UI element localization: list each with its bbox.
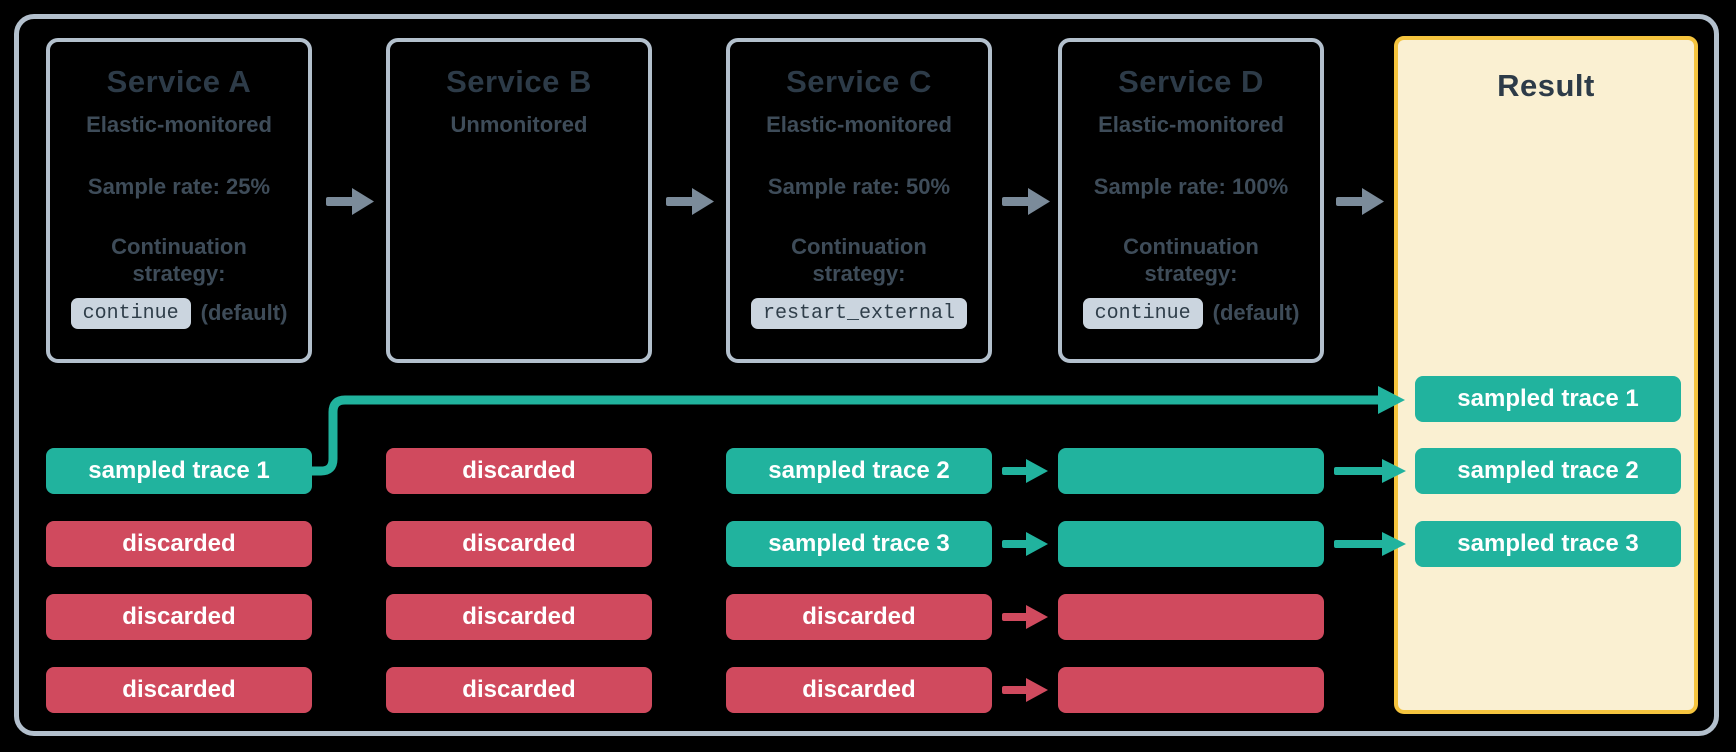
service-a-continuation-label: Continuation strategy: — [111, 234, 247, 286]
service-d-box: Service D Elastic-monitored Sample rate:… — [1058, 38, 1324, 363]
trace-pill: sampled trace 2 — [726, 448, 992, 494]
result-box: Result — [1394, 36, 1698, 714]
service-d-strategy-code-chip: continue — [1082, 297, 1203, 329]
service-a-box: Service A Elastic-monitored Sample rate:… — [46, 38, 312, 363]
service-d-monitoring-label: Elastic-monitored — [1098, 112, 1284, 137]
trace-pill: discarded — [46, 594, 312, 640]
service-c-strategy-code-chip: restart_external — [750, 297, 968, 329]
service-c-continuation-label: Continuation strategy: — [791, 234, 927, 286]
result-trace-pill: sampled trace 1 — [1415, 376, 1681, 422]
trace-pill: discarded — [386, 667, 652, 713]
trace-pill: discarded — [46, 667, 312, 713]
service-d-sample-rate-label: Sample rate: 100% — [1093, 174, 1289, 199]
service-d-strategy-row: continue (default) — [1062, 297, 1320, 329]
trace-pill — [1058, 448, 1324, 494]
service-a-strategy-default-note: (default) — [200, 300, 288, 326]
trace-pill — [1058, 594, 1324, 640]
trace-pill: discarded — [46, 521, 312, 567]
service-c-strategy-row: restart_external — [730, 297, 988, 329]
service-d-strategy-default-note: (default) — [1212, 300, 1300, 326]
service-b-monitoring-label: Unmonitored — [450, 112, 588, 137]
trace-pill — [1058, 667, 1324, 713]
service-a-strategy-row: continue (default) — [50, 297, 308, 329]
trace-pill: discarded — [386, 521, 652, 567]
service-a-monitoring-label: Elastic-monitored — [86, 112, 272, 137]
trace-pill: sampled trace 3 — [726, 521, 992, 567]
service-d-title: Service D — [1118, 64, 1264, 99]
service-a-title: Service A — [106, 64, 252, 99]
service-c-monitoring-label: Elastic-monitored — [766, 112, 952, 137]
trace-pill: sampled trace 1 — [46, 448, 312, 494]
diagram-outer-frame — [14, 14, 1719, 736]
service-a-strategy-code-chip: continue — [70, 297, 191, 329]
service-a-sample-rate-label: Sample rate: 25% — [87, 174, 271, 199]
trace-pill: discarded — [726, 594, 992, 640]
service-d-continuation-label: Continuation strategy: — [1123, 234, 1259, 286]
service-b-box: Service B Unmonitored — [386, 38, 652, 363]
trace-pill: discarded — [726, 667, 992, 713]
service-c-box: Service C Elastic-monitored Sample rate:… — [726, 38, 992, 363]
service-c-title: Service C — [786, 64, 932, 99]
result-trace-pill: sampled trace 2 — [1415, 448, 1681, 494]
trace-pill: discarded — [386, 448, 652, 494]
trace-pill — [1058, 521, 1324, 567]
trace-pill: discarded — [386, 594, 652, 640]
service-c-sample-rate-label: Sample rate: 50% — [767, 174, 951, 199]
service-b-title: Service B — [446, 64, 592, 99]
result-trace-pill: sampled trace 3 — [1415, 521, 1681, 567]
result-title: Result — [1497, 68, 1595, 103]
